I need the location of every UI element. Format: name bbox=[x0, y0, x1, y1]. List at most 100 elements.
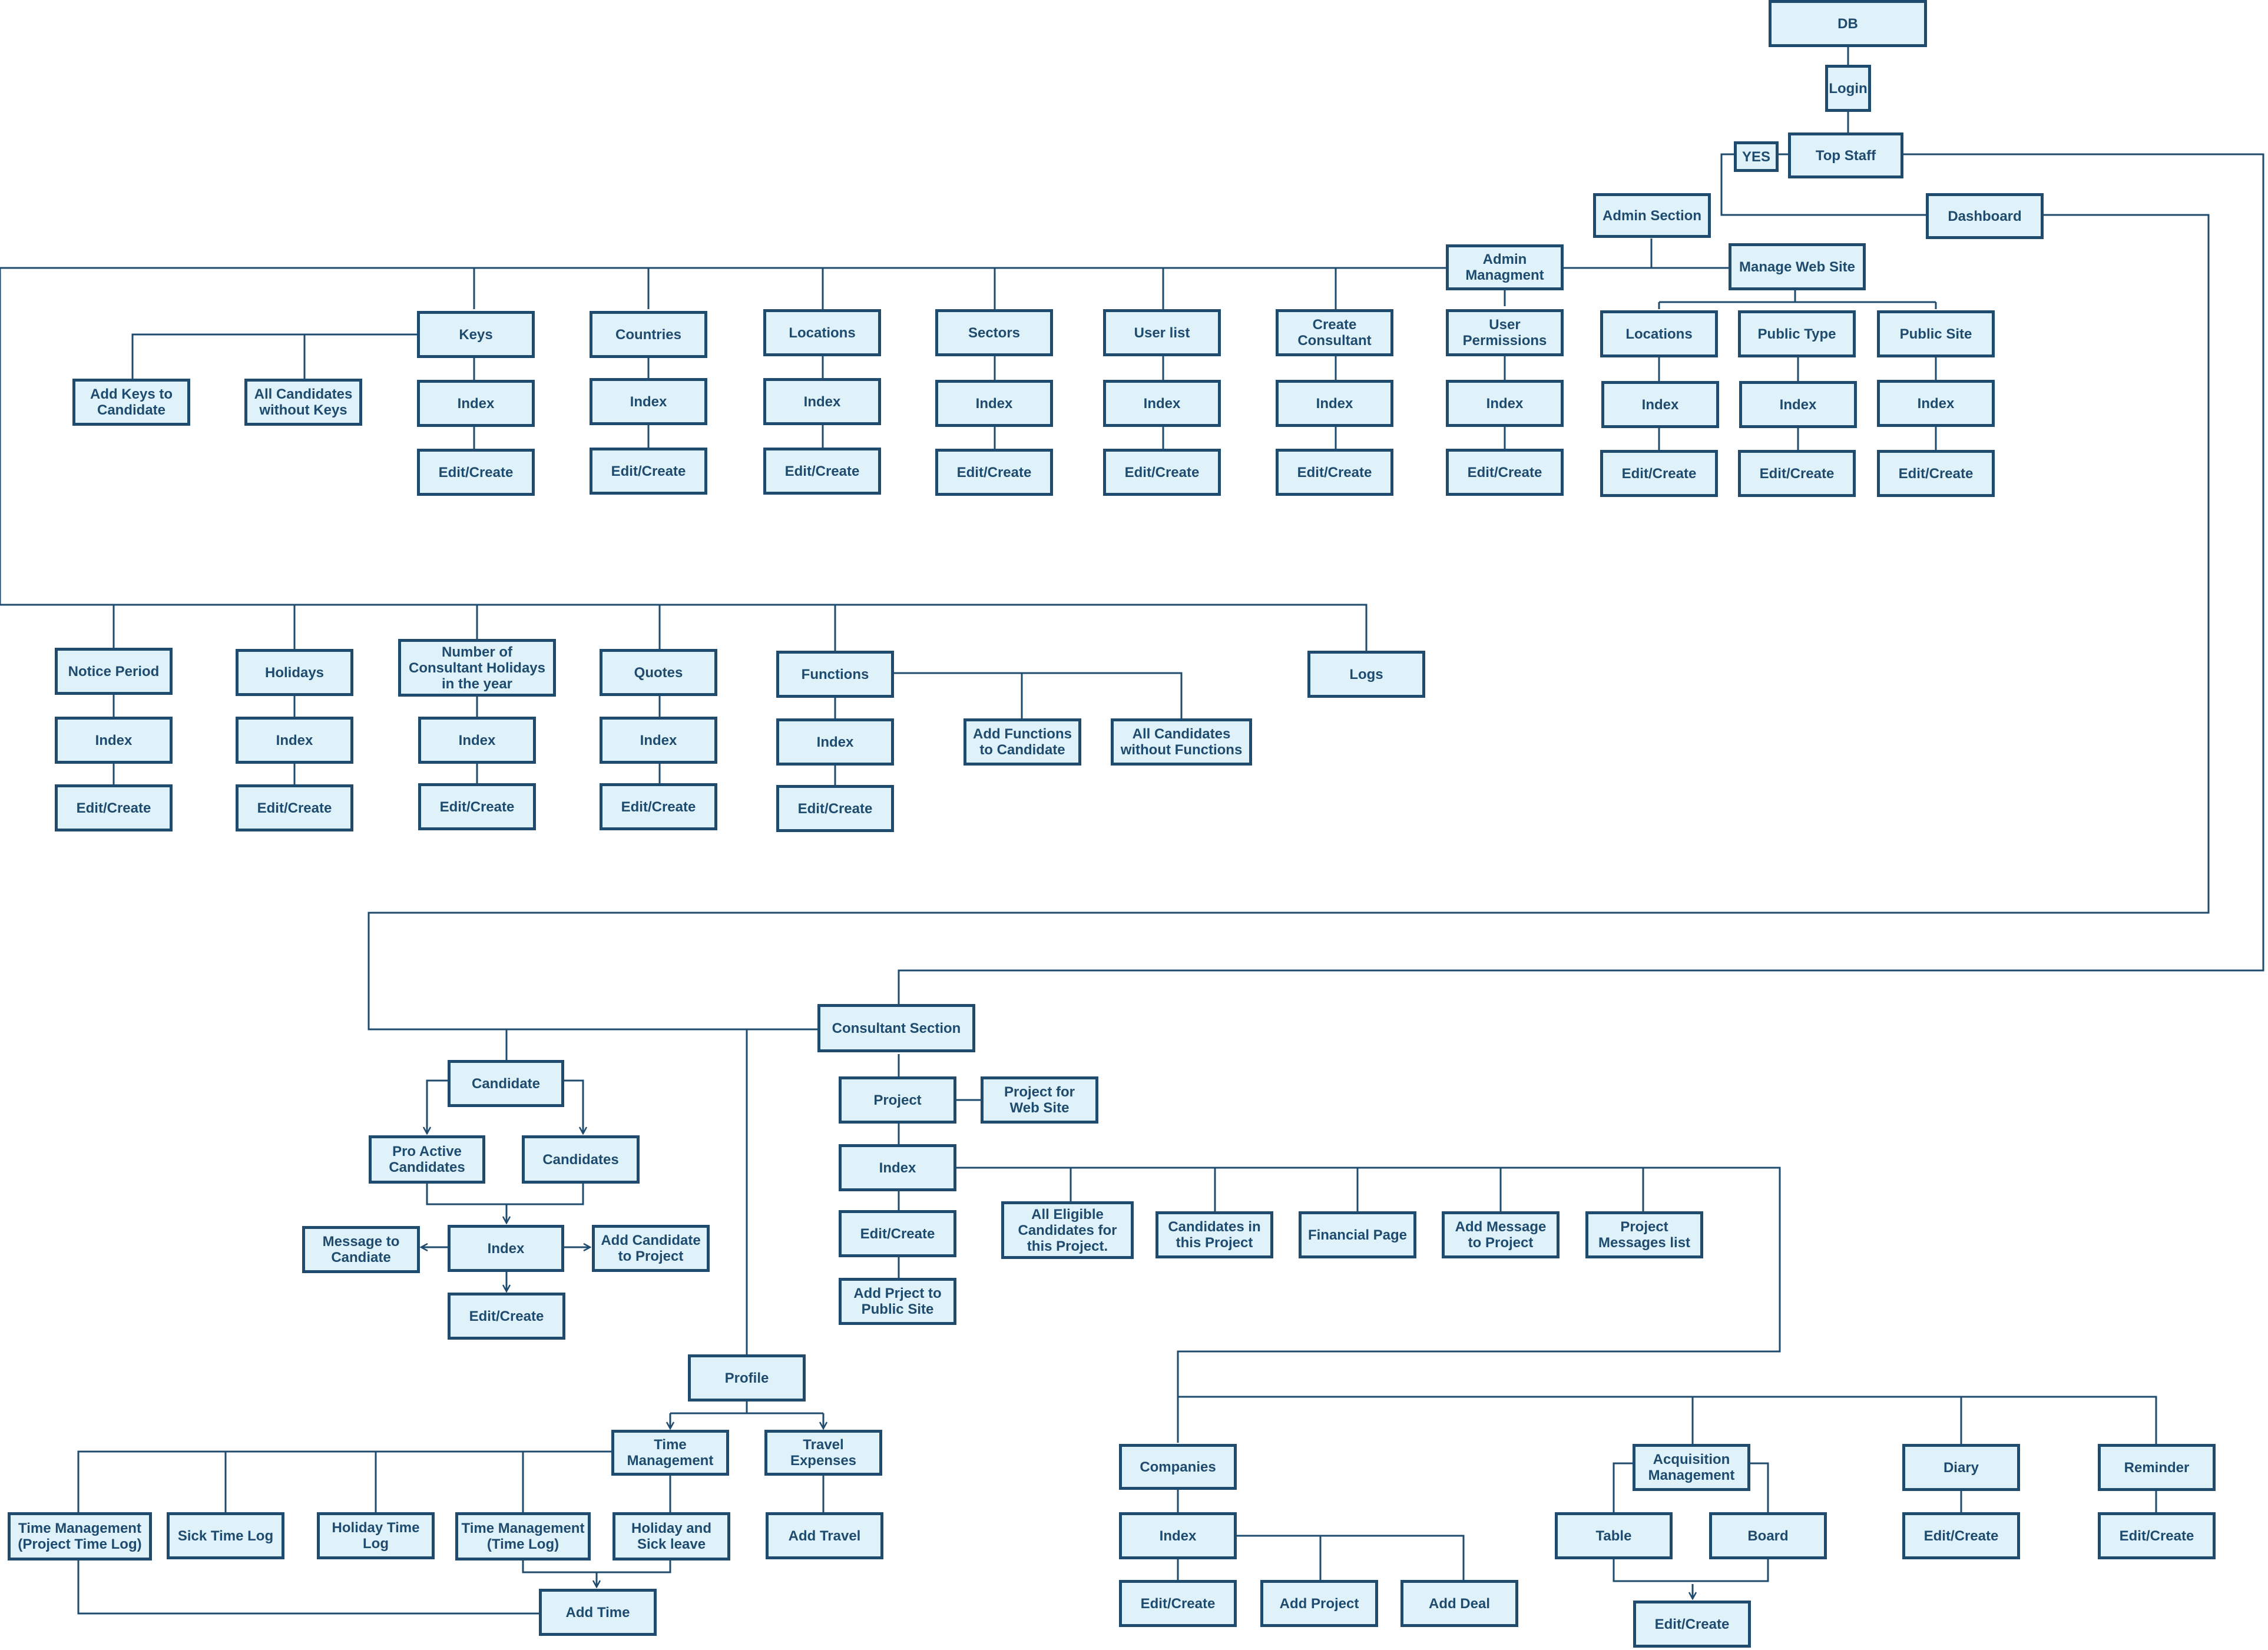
node-notice-period: Notice Period bbox=[55, 648, 173, 695]
node-consultant-section: Consultant Section bbox=[817, 1004, 975, 1052]
node-acquisition-management: Acquisition Management bbox=[1633, 1444, 1750, 1491]
node-public-site: Public Site bbox=[1877, 310, 1995, 357]
node-user-permissions: User Permissions bbox=[1446, 309, 1564, 356]
node-candidates: Candidates bbox=[522, 1135, 640, 1184]
node-web-locations-edit: Edit/Create bbox=[1600, 450, 1718, 497]
node-countries-edit: Edit/Create bbox=[590, 448, 707, 495]
node-sectors-edit: Edit/Create bbox=[935, 449, 1053, 496]
node-companies-edit: Edit/Create bbox=[1119, 1580, 1237, 1627]
node-functions-index: Index bbox=[776, 718, 894, 766]
node-public-type: Public Type bbox=[1738, 310, 1856, 357]
node-logs: Logs bbox=[1307, 651, 1425, 698]
node-quotes-edit: Edit/Create bbox=[600, 783, 717, 830]
node-functions-edit: Edit/Create bbox=[776, 785, 894, 832]
node-consultant-holidays-index: Index bbox=[418, 717, 536, 764]
node-notice-period-index: Index bbox=[55, 717, 173, 764]
node-tm-time-log: Time Management (Time Log) bbox=[455, 1512, 591, 1560]
node-login: Login bbox=[1825, 65, 1871, 112]
node-acquisition-edit: Edit/Create bbox=[1633, 1601, 1751, 1648]
node-candidate-index: Index bbox=[448, 1225, 564, 1272]
node-holidays-index: Index bbox=[236, 717, 353, 764]
node-add-project: Add Project bbox=[1260, 1580, 1378, 1627]
node-sectors: Sectors bbox=[935, 309, 1053, 356]
node-yes: YES bbox=[1734, 141, 1779, 172]
node-add-candidate-to-project: Add Candidate to Project bbox=[592, 1225, 710, 1272]
node-board: Board bbox=[1709, 1512, 1827, 1559]
node-web-locations-index: Index bbox=[1601, 381, 1719, 428]
node-locations-index: Index bbox=[763, 378, 881, 425]
node-countries-index: Index bbox=[590, 378, 707, 425]
node-candidate: Candidate bbox=[448, 1060, 564, 1107]
node-project-for-web-site: Project for Web Site bbox=[981, 1076, 1098, 1124]
node-message-to-candiate: Message to Candiate bbox=[302, 1226, 420, 1273]
node-quotes-index: Index bbox=[600, 717, 717, 764]
node-all-candidates-without-functions: All Candidates without Functions bbox=[1111, 718, 1252, 766]
node-consultant-holidays: Number of Consultant Holidays in the yea… bbox=[398, 639, 556, 697]
node-notice-period-edit: Edit/Create bbox=[55, 784, 173, 831]
node-create-consultant-index: Index bbox=[1276, 380, 1393, 427]
node-locations: Locations bbox=[763, 309, 881, 356]
node-keys: Keys bbox=[417, 311, 535, 358]
node-db: DB bbox=[1769, 0, 1927, 47]
node-dashboard: Dashboard bbox=[1926, 193, 2044, 239]
node-diary-edit: Edit/Create bbox=[1902, 1512, 2020, 1559]
node-admin-managment: Admin Managment bbox=[1446, 244, 1564, 290]
node-companies-index: Index bbox=[1119, 1512, 1237, 1559]
node-candidate-edit: Edit/Create bbox=[448, 1293, 565, 1340]
node-public-type-edit: Edit/Create bbox=[1738, 450, 1856, 497]
node-countries: Countries bbox=[590, 311, 707, 358]
node-project-messages-list: Project Messages list bbox=[1585, 1211, 1703, 1258]
node-user-permissions-index: Index bbox=[1446, 380, 1564, 427]
node-add-message-to-project: Add Message to Project bbox=[1442, 1211, 1560, 1258]
node-profile: Profile bbox=[688, 1354, 806, 1401]
node-candidates-in-this-project: Candidates in this Project bbox=[1155, 1211, 1273, 1258]
node-reminder-edit: Edit/Create bbox=[2098, 1512, 2216, 1559]
node-holiday-time-log: Holiday Time Log bbox=[317, 1512, 435, 1559]
node-public-site-edit: Edit/Create bbox=[1877, 450, 1995, 497]
node-project-index: Index bbox=[839, 1144, 956, 1191]
node-project: Project bbox=[839, 1076, 956, 1124]
node-companies: Companies bbox=[1119, 1444, 1237, 1490]
node-keys-index: Index bbox=[417, 380, 535, 427]
node-manage-web-site: Manage Web Site bbox=[1729, 243, 1866, 290]
node-add-deal: Add Deal bbox=[1400, 1580, 1518, 1627]
node-functions: Functions bbox=[776, 651, 894, 698]
node-reminder: Reminder bbox=[2098, 1444, 2216, 1491]
node-user-permissions-edit: Edit/Create bbox=[1446, 449, 1564, 496]
node-pro-active-candidates: Pro Active Candidates bbox=[369, 1135, 485, 1184]
node-all-candidates-without-keys: All Candidates without Keys bbox=[244, 379, 362, 426]
node-sectors-index: Index bbox=[935, 380, 1053, 427]
node-sick-time-log: Sick Time Log bbox=[167, 1512, 284, 1559]
node-project-edit: Edit/Create bbox=[839, 1210, 956, 1257]
node-public-site-index: Index bbox=[1877, 380, 1995, 427]
node-locations-edit: Edit/Create bbox=[763, 448, 881, 495]
node-add-travel: Add Travel bbox=[766, 1512, 883, 1559]
node-quotes: Quotes bbox=[600, 649, 717, 696]
node-create-consultant-edit: Edit/Create bbox=[1276, 449, 1393, 496]
node-web-locations: Locations bbox=[1600, 310, 1718, 357]
node-holiday-and-sick-leave: Holiday and Sick leave bbox=[612, 1512, 730, 1560]
node-holidays-edit: Edit/Create bbox=[236, 784, 353, 831]
node-time-management: Time Management bbox=[611, 1430, 729, 1476]
node-keys-edit: Edit/Create bbox=[417, 449, 535, 496]
node-diary: Diary bbox=[1902, 1444, 2020, 1491]
node-create-consultant: Create Consultant bbox=[1276, 309, 1393, 356]
node-all-eligible-candidates: All Eligible Candidates for this Project… bbox=[1001, 1201, 1134, 1259]
node-user-list: User list bbox=[1103, 309, 1221, 356]
node-add-prject-to-public-site: Add Prject to Public Site bbox=[839, 1278, 956, 1325]
node-admin-section: Admin Section bbox=[1593, 193, 1711, 238]
node-top-staff: Top Staff bbox=[1788, 132, 1903, 178]
node-add-functions-to-candidate: Add Functions to Candidate bbox=[964, 718, 1081, 766]
node-tm-project-time-log: Time Management (Project Time Log) bbox=[8, 1512, 152, 1560]
node-public-type-index: Index bbox=[1739, 381, 1857, 428]
node-holidays: Holidays bbox=[236, 649, 353, 696]
node-travel-expenses: Travel Expenses bbox=[764, 1430, 882, 1476]
node-user-list-edit: Edit/Create bbox=[1103, 449, 1221, 496]
node-add-time: Add Time bbox=[539, 1589, 657, 1636]
node-consultant-holidays-edit: Edit/Create bbox=[418, 783, 536, 830]
node-table: Table bbox=[1555, 1512, 1673, 1559]
node-add-keys-to-candidate: Add Keys to Candidate bbox=[72, 379, 190, 426]
node-financial-page: Financial Page bbox=[1299, 1211, 1416, 1258]
node-user-list-index: Index bbox=[1103, 380, 1221, 427]
